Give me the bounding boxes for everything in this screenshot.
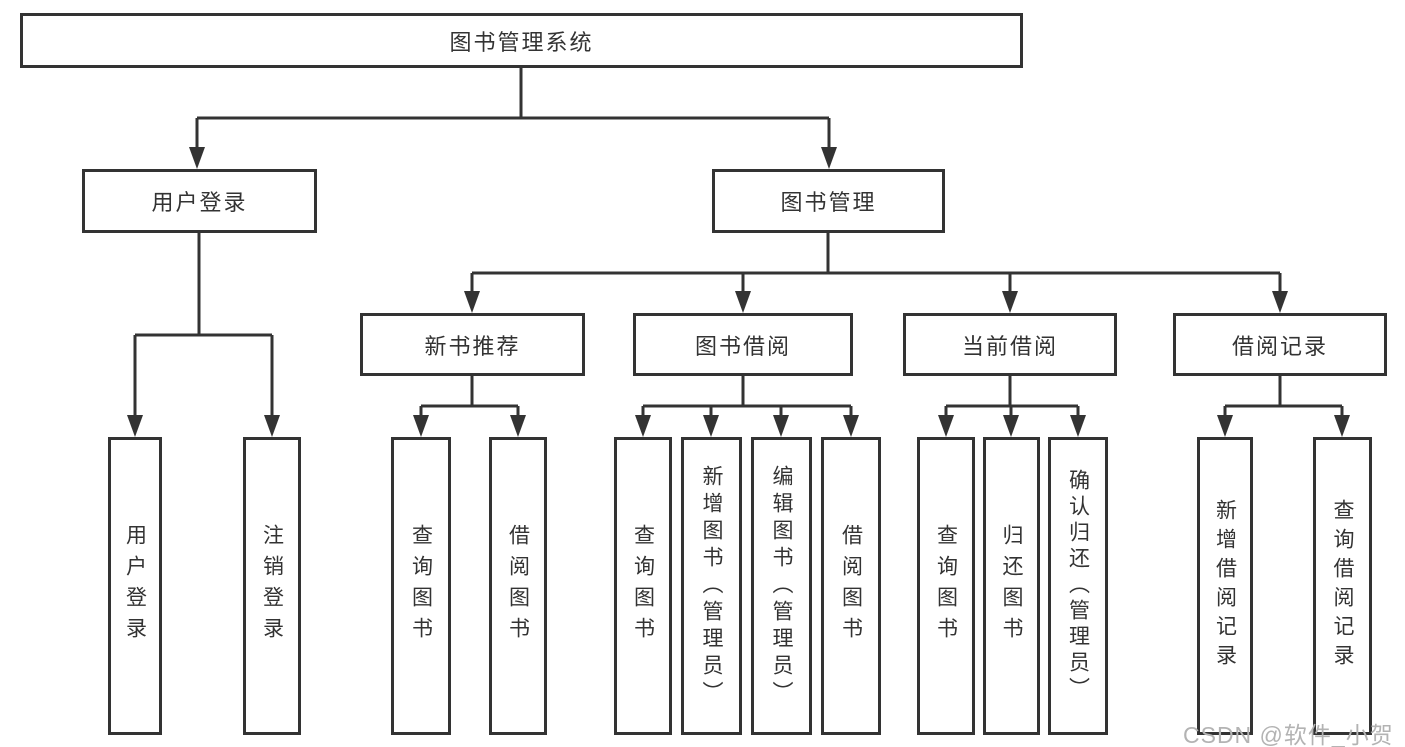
csdn-watermark: CSDN @软件_小贺同学 [1183,722,1394,747]
leaf-confirm-return-admin: 确认归还（管理员） [1048,437,1108,735]
connector-book-borrow-to-leaves [635,376,859,437]
connector-borrow-records-to-leaves [1217,376,1350,437]
leaf-logout-login: 注销登录 [243,437,301,735]
leaf-return-books: 归还图书 [983,437,1040,735]
leaf-query-books-current: 查询图书 [917,437,975,735]
leaf-borrow-books-recommend: 借阅图书 [489,437,547,735]
node-new-book-recommend: 新书推荐 [360,313,585,376]
leaf-add-borrow-record: 新增借阅记录 [1197,437,1253,735]
leaf-query-borrow-record: 查询借阅记录 [1313,437,1372,735]
leaf-edit-books-admin: 编辑图书（管理员） [751,437,812,735]
node-user-login: 用户登录 [82,169,317,233]
node-borrow-records: 借阅记录 [1173,313,1387,376]
connector-root-to-level2 [189,68,837,169]
node-book-borrow: 图书借阅 [633,313,853,376]
node-current-borrow: 当前借阅 [903,313,1117,376]
leaf-add-books-admin: 新增图书（管理员） [681,437,742,735]
connector-current-borrow-to-leaves [938,376,1086,437]
leaf-query-books-recommend: 查询图书 [391,437,451,735]
leaf-query-books-borrow: 查询图书 [614,437,672,735]
connector-new-book-to-leaves [413,376,526,437]
leaf-user-login: 用户登录 [108,437,162,735]
node-root: 图书管理系统 [20,13,1023,68]
leaf-borrow-books-2: 借阅图书 [821,437,881,735]
connector-book-mgmt-to-level3 [464,233,1288,313]
connector-user-login-to-leaves [127,233,280,437]
node-book-management: 图书管理 [712,169,945,233]
